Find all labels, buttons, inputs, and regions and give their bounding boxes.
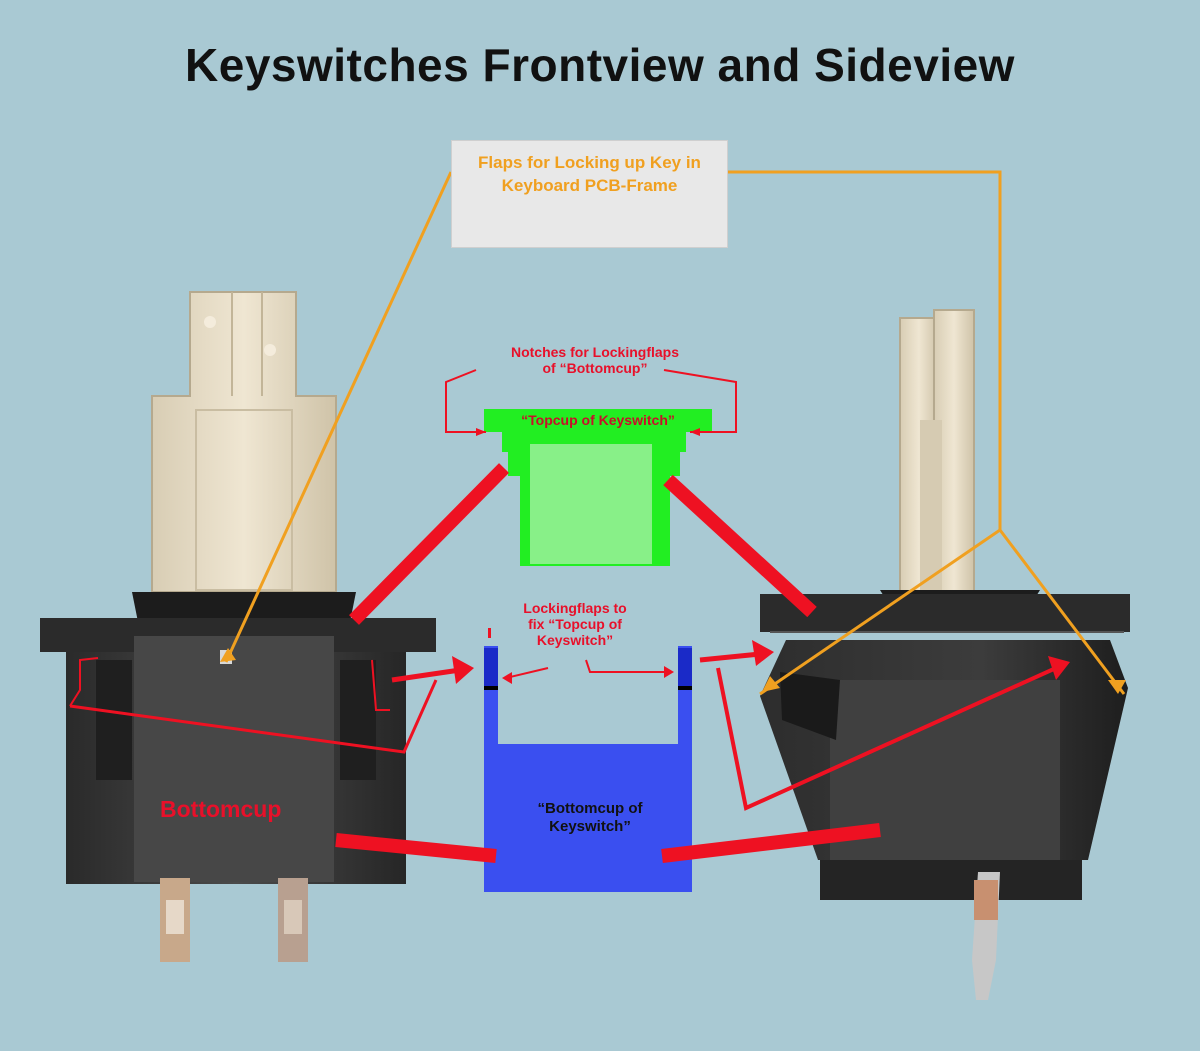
bar-topcup-left bbox=[349, 463, 509, 625]
leader-right-top bbox=[726, 170, 1126, 695]
bar-topcup-right bbox=[663, 474, 817, 618]
notches-label-line-2: of “Bottomcup” bbox=[542, 360, 648, 376]
lockingflaps-label-line-1: Lockingflaps to bbox=[523, 600, 627, 616]
callout-line-2: Keyboard PCB-Frame bbox=[501, 176, 678, 195]
callout-line-1: Flaps for Locking up Key in bbox=[478, 153, 701, 172]
lockingflaps-label-line-2: fix “Topcup of bbox=[528, 616, 622, 632]
flaps-callout-box: Flaps for Locking up Key in Keyboard PCB… bbox=[451, 140, 728, 248]
bottomcup-photo-label: Bottomcup bbox=[160, 796, 282, 822]
bottomcup-box-label-line-1: “Bottomcup of bbox=[537, 800, 643, 817]
leader-arrowhead-right bbox=[1108, 680, 1126, 694]
leader-left-flap bbox=[224, 171, 453, 663]
page-title: Keyswitches Frontview and Sideview bbox=[185, 39, 1015, 91]
bottomcup-box-label: “Bottomcup of Keyswitch” bbox=[490, 800, 690, 836]
leader-arrowhead-mid bbox=[762, 676, 780, 692]
bar-bottomcup-right bbox=[661, 823, 881, 863]
leader-arrowhead-left bbox=[220, 648, 236, 662]
notches-label: Notches for Lockingflaps of “Bottomcup” bbox=[470, 344, 720, 376]
right-keyswitch-photo bbox=[760, 309, 1130, 1000]
flaps-callout-text: Flaps for Locking up Key in Keyboard PCB… bbox=[452, 151, 727, 197]
red-connectors bbox=[69, 369, 1070, 863]
notch-bracket-right bbox=[663, 369, 737, 433]
left-keyswitch-photo bbox=[40, 291, 436, 962]
bar-bottomcup-left bbox=[335, 833, 497, 863]
arrow-to-flap-left bbox=[391, 667, 461, 683]
lockingflaps-label-line-3: Keyswitch” bbox=[536, 632, 614, 648]
topcup-diagram bbox=[484, 409, 712, 566]
bottomcup-box-label-line-2: Keyswitch” bbox=[549, 818, 631, 835]
notch-bracket-left bbox=[445, 369, 486, 433]
leader-lines bbox=[220, 170, 1126, 696]
bottomcup-diagram bbox=[484, 628, 692, 892]
notches-label-line-1: Notches for Lockingflaps bbox=[510, 344, 680, 360]
leader-right-flap bbox=[759, 528, 1001, 696]
lockingflaps-label: Lockingflaps to fix “Topcup of Keyswitch… bbox=[500, 600, 650, 648]
topcup-label: “Topcup of Keyswitch” bbox=[521, 412, 675, 428]
